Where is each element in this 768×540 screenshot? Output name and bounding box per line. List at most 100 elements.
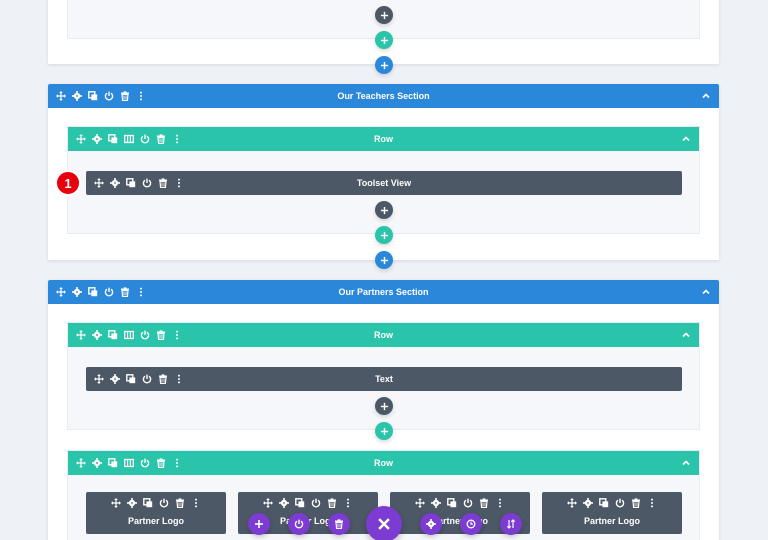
gear-icon[interactable]: [431, 498, 441, 508]
row-title: Row: [374, 330, 393, 340]
trash-icon[interactable]: [327, 498, 337, 508]
gear-icon[interactable]: [279, 498, 289, 508]
row-header[interactable]: Row: [68, 127, 699, 151]
gear-icon[interactable]: [583, 498, 593, 508]
duplicate-icon[interactable]: [88, 287, 98, 297]
text-module[interactable]: Text: [86, 367, 682, 391]
duplicate-icon[interactable]: [599, 498, 609, 508]
trash-icon[interactable]: [120, 91, 130, 101]
more-icon[interactable]: [172, 134, 182, 144]
trash-icon[interactable]: [158, 374, 168, 384]
power-icon[interactable]: [311, 498, 321, 508]
move-icon[interactable]: [94, 178, 104, 188]
columns-icon[interactable]: [124, 330, 134, 340]
chevron-up-icon[interactable]: [681, 458, 691, 468]
trash-icon[interactable]: [156, 458, 166, 468]
row-header[interactable]: Row: [68, 451, 699, 475]
more-icon[interactable]: [136, 91, 146, 101]
duplicate-icon[interactable]: [108, 458, 118, 468]
chevron-up-icon[interactable]: [701, 287, 711, 297]
add-module-button[interactable]: [375, 201, 393, 219]
more-icon[interactable]: [343, 498, 353, 508]
partner-logo-module[interactable]: Partner Logo: [86, 492, 226, 534]
move-icon[interactable]: [56, 91, 66, 101]
clear-layout-button[interactable]: [328, 513, 350, 535]
more-icon[interactable]: [495, 498, 505, 508]
more-icon[interactable]: [172, 458, 182, 468]
section-header[interactable]: Our Teachers Section: [48, 84, 719, 108]
move-icon[interactable]: [56, 287, 66, 297]
chevron-up-icon[interactable]: [681, 330, 691, 340]
duplicate-icon[interactable]: [88, 91, 98, 101]
power-icon[interactable]: [463, 498, 473, 508]
add-row-button[interactable]: [375, 31, 393, 49]
row-header[interactable]: Row: [68, 323, 699, 347]
trash-icon[interactable]: [479, 498, 489, 508]
chevron-up-icon[interactable]: [681, 134, 691, 144]
duplicate-icon[interactable]: [447, 498, 457, 508]
page-settings-button[interactable]: [420, 513, 442, 535]
more-icon[interactable]: [174, 178, 184, 188]
trash-icon[interactable]: [158, 178, 168, 188]
move-icon[interactable]: [567, 498, 577, 508]
more-icon[interactable]: [136, 287, 146, 297]
power-icon[interactable]: [159, 498, 169, 508]
trash-icon[interactable]: [175, 498, 185, 508]
move-icon[interactable]: [94, 374, 104, 384]
power-icon[interactable]: [140, 458, 150, 468]
add-module-button[interactable]: [375, 6, 393, 24]
trash-icon[interactable]: [120, 287, 130, 297]
move-icon[interactable]: [263, 498, 273, 508]
duplicate-icon[interactable]: [126, 178, 136, 188]
add-row-button[interactable]: [375, 226, 393, 244]
gear-icon[interactable]: [72, 91, 82, 101]
add-module-button[interactable]: [375, 397, 393, 415]
gear-icon[interactable]: [72, 287, 82, 297]
power-icon[interactable]: [140, 134, 150, 144]
trash-icon[interactable]: [156, 134, 166, 144]
gear-icon[interactable]: [110, 374, 120, 384]
more-icon[interactable]: [174, 374, 184, 384]
trash-icon[interactable]: [631, 498, 641, 508]
portability-button[interactable]: [500, 513, 522, 535]
partner-logo-module[interactable]: Partner Logo: [542, 492, 682, 534]
columns-icon[interactable]: [124, 134, 134, 144]
gear-icon[interactable]: [110, 178, 120, 188]
power-icon[interactable]: [615, 498, 625, 508]
move-icon[interactable]: [415, 498, 425, 508]
columns-icon[interactable]: [124, 458, 134, 468]
more-icon[interactable]: [191, 498, 201, 508]
duplicate-icon[interactable]: [108, 330, 118, 340]
section-header[interactable]: Our Partners Section: [48, 280, 719, 304]
more-icon[interactable]: [172, 330, 182, 340]
duplicate-icon[interactable]: [295, 498, 305, 508]
power-icon[interactable]: [104, 287, 114, 297]
power-icon[interactable]: [142, 178, 152, 188]
add-section-button[interactable]: [375, 251, 393, 269]
power-icon[interactable]: [140, 330, 150, 340]
trash-icon[interactable]: [156, 330, 166, 340]
duplicate-icon[interactable]: [126, 374, 136, 384]
gear-icon[interactable]: [92, 458, 102, 468]
chevron-up-icon[interactable]: [701, 91, 711, 101]
add-section-button[interactable]: [375, 56, 393, 74]
add-button[interactable]: [248, 513, 270, 535]
gear-icon[interactable]: [127, 498, 137, 508]
move-icon[interactable]: [76, 330, 86, 340]
power-icon[interactable]: [142, 374, 152, 384]
more-icon[interactable]: [647, 498, 657, 508]
move-icon[interactable]: [76, 458, 86, 468]
power-icon[interactable]: [104, 91, 114, 101]
toolset-view-module[interactable]: Toolset View: [86, 171, 682, 195]
history-button[interactable]: [460, 513, 482, 535]
plus-icon: [380, 61, 389, 70]
duplicate-icon[interactable]: [108, 134, 118, 144]
wireframe-button[interactable]: [288, 513, 310, 535]
move-icon[interactable]: [111, 498, 121, 508]
gear-icon[interactable]: [92, 134, 102, 144]
gear-icon[interactable]: [92, 330, 102, 340]
add-row-button[interactable]: [375, 422, 393, 440]
duplicate-icon[interactable]: [143, 498, 153, 508]
move-icon[interactable]: [76, 134, 86, 144]
close-menu-button[interactable]: [366, 506, 402, 540]
